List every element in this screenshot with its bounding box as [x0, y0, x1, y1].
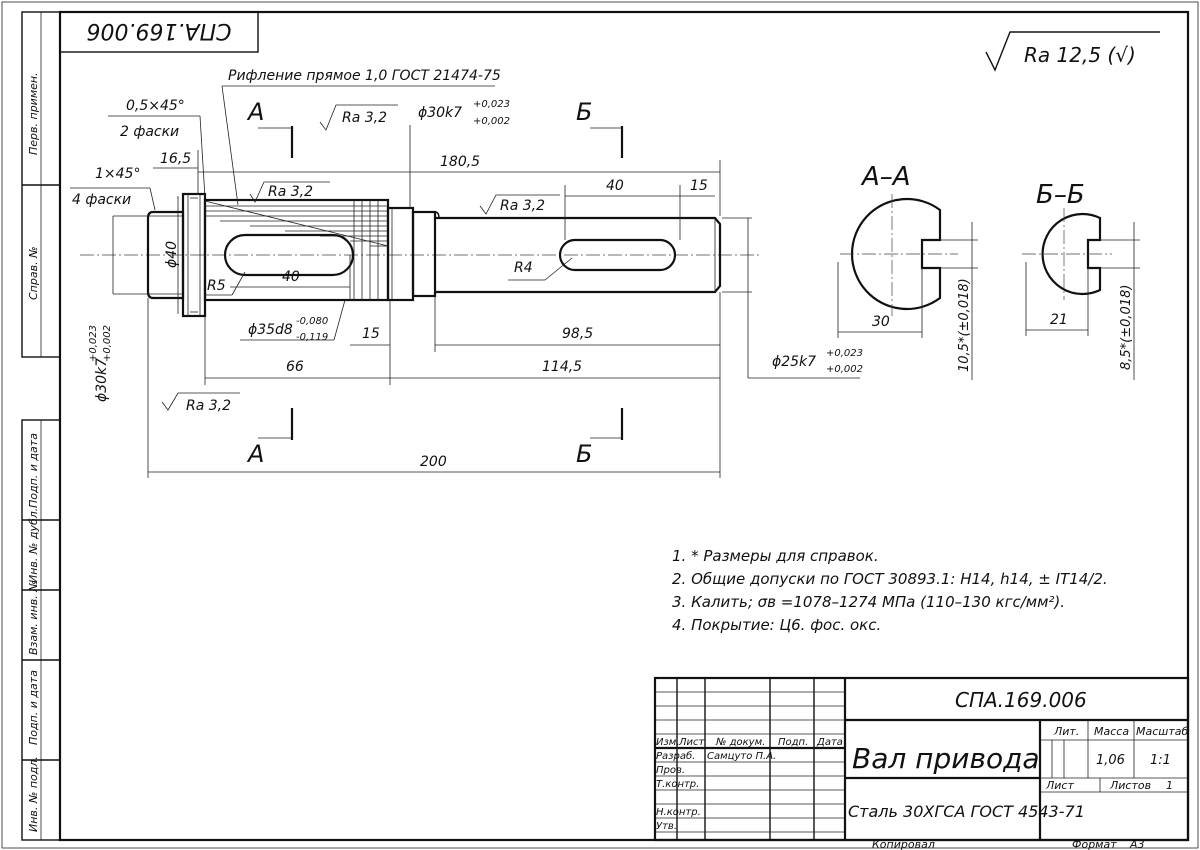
dim-40-top: 40	[606, 178, 624, 194]
side-label-vzam: Взам. инв. №	[27, 580, 40, 655]
dia-30-top-tol-lo: +0,002	[473, 116, 510, 127]
row-nkontr: Н.контр.	[656, 807, 701, 818]
general-roughness-text: Ra 12,5 (√)	[1024, 43, 1136, 67]
dim-40-key: 40	[282, 269, 300, 285]
note-3: 3. Калить; σв =1078–1274 МПа (110–130 кг…	[672, 593, 1065, 611]
dia-25-tol-up: +0,023	[826, 348, 863, 359]
dia-35-tol-up: -0,080	[296, 316, 328, 327]
section-bb: Б–Б 8,5*(±0,018) 21	[1022, 180, 1140, 380]
knurl-section	[203, 198, 390, 302]
dia-30-left: ϕ30k7	[94, 358, 110, 402]
dia-30-left-tol-lo: +0,002	[102, 325, 113, 362]
top-stamp: СПА.169.006	[59, 11, 259, 53]
side-strip: Перв. примен. Справ. № Подп. и дата Инв.…	[21, 11, 61, 841]
section-aa: А–А 10,5*(±0,018) 30	[837, 162, 978, 380]
side-label-sprav: Справ. №	[27, 246, 40, 300]
knurl-lines	[204, 200, 389, 300]
section-bb-width: 21	[1050, 312, 1068, 328]
dia-25-tol-lo: +0,002	[826, 364, 863, 375]
keyway-a	[223, 233, 355, 277]
format-label: Формат	[1072, 838, 1117, 850]
dim-98-5: 98,5	[562, 326, 593, 342]
title-material: Сталь 30ХГСА ГОСТ 4543-71	[848, 802, 1085, 821]
dimensions: Рифление прямое 1,0 ГОСТ 21474-75 0,5×45…	[70, 68, 863, 478]
dim-180-5: 180,5	[440, 154, 480, 170]
dia-35: ϕ35d8	[248, 322, 293, 338]
col-sign: Подп.	[778, 737, 808, 748]
ra-32-knurl: Ra 3,2	[268, 184, 313, 200]
sheets-label: Листов	[1109, 779, 1151, 792]
side-label-podp2: Подп. и дата	[27, 670, 40, 745]
sheet-inner-frame	[58, 10, 1190, 842]
row-tkontr: Т.контр.	[656, 779, 699, 790]
row-prov: Пров.	[656, 765, 685, 776]
sheet-label: Лист	[1045, 779, 1074, 792]
title-block: СПА.169.006 Вал привода Сталь 30ХГСА ГОС…	[653, 676, 1190, 850]
col-izm: Изм.	[656, 737, 680, 748]
section-aa-width: 30	[872, 314, 890, 330]
dia-30-left-tol-up: +0,023	[88, 325, 99, 362]
dia-30-top: ϕ30k7	[418, 105, 462, 121]
chamfer-2-label: 0,5×45°	[126, 98, 185, 114]
section-b-bot: Б	[576, 440, 592, 468]
col-list: Лист	[678, 737, 706, 748]
col-doc: № докум.	[715, 737, 765, 748]
mass-value: 1,06	[1096, 753, 1125, 768]
section-bb-title: Б–Б	[1036, 180, 1085, 210]
section-aa-title: А–А	[860, 162, 911, 192]
section-a-top: А	[246, 98, 264, 126]
row-razrab: Разраб.	[656, 750, 695, 762]
dim-15-top: 15	[690, 178, 708, 194]
col-date: Дата	[816, 737, 843, 748]
top-stamp-code: СПА.169.006	[87, 18, 232, 43]
r4-label: R4	[514, 260, 533, 276]
dia-25: ϕ25k7	[772, 354, 816, 370]
chamfer-4-count: 4 фаски	[72, 192, 131, 208]
title-name: Вал привода	[852, 742, 1040, 775]
chamfer-2-count: 2 фаски	[120, 124, 179, 140]
dim-114-5: 114,5	[542, 359, 582, 375]
copied-label: Копировал	[872, 838, 935, 850]
side-label-inv-dubl: Инв. № дубл.	[27, 508, 40, 583]
sheets-count: 1	[1166, 779, 1173, 792]
section-b-top: Б	[576, 98, 592, 126]
section-markers: А А Б Б	[246, 98, 624, 468]
chamfer-4-label: 1×45°	[95, 166, 140, 182]
dim-15-bot: 15	[362, 326, 380, 342]
dia-40: ϕ40	[164, 241, 180, 268]
side-label-inv-podl: Инв. № подл.	[27, 756, 40, 832]
dim-200: 200	[420, 454, 447, 470]
title-doc-code: СПА.169.006	[955, 688, 1087, 712]
note-4: 4. Покрытие: Ц6. фос. окс.	[672, 616, 881, 634]
section-bb-depth: 8,5*(±0,018)	[1119, 285, 1134, 370]
r5-label: R5	[207, 278, 226, 294]
technical-notes: 1. * Размеры для справок. 2. Общие допус…	[672, 547, 1108, 634]
section-a-bot: А	[246, 440, 264, 468]
note-1: 1. * Размеры для справок.	[672, 547, 879, 565]
dia-35-tol-lo: -0,119	[296, 332, 328, 343]
shaft-main-view	[80, 192, 760, 318]
row-razrab-name: Самцуто П.А.	[707, 751, 776, 762]
dim-66: 66	[286, 359, 304, 375]
side-label-perv: Перв. примен.	[27, 72, 40, 155]
ra-32-left: Ra 3,2	[186, 398, 231, 414]
ra-32-top: Ra 3,2	[342, 110, 387, 126]
keyway-b	[558, 238, 677, 272]
hdr-mass: Масса	[1094, 725, 1129, 738]
ra-32-shaft: Ra 3,2	[500, 198, 545, 214]
side-label-podp1: Подп. и дата	[27, 433, 40, 508]
format-value: А3	[1129, 838, 1145, 850]
general-roughness: Ra 12,5 (√)	[985, 31, 1160, 72]
section-aa-depth: 10,5*(±0,018)	[957, 278, 972, 372]
dim-16-5: 16,5	[160, 151, 191, 167]
note-2: 2. Общие допуски по ГОСТ 30893.1: H14, h…	[672, 570, 1108, 588]
hdr-lit: Лит.	[1053, 725, 1079, 738]
knurl-note: Рифление прямое 1,0 ГОСТ 21474-75	[228, 68, 501, 84]
scale-value: 1:1	[1150, 753, 1171, 768]
dia-30-top-tol-up: +0,023	[473, 99, 510, 110]
row-utv: Утв.	[656, 821, 677, 832]
hdr-scale: Масштаб	[1136, 725, 1188, 738]
